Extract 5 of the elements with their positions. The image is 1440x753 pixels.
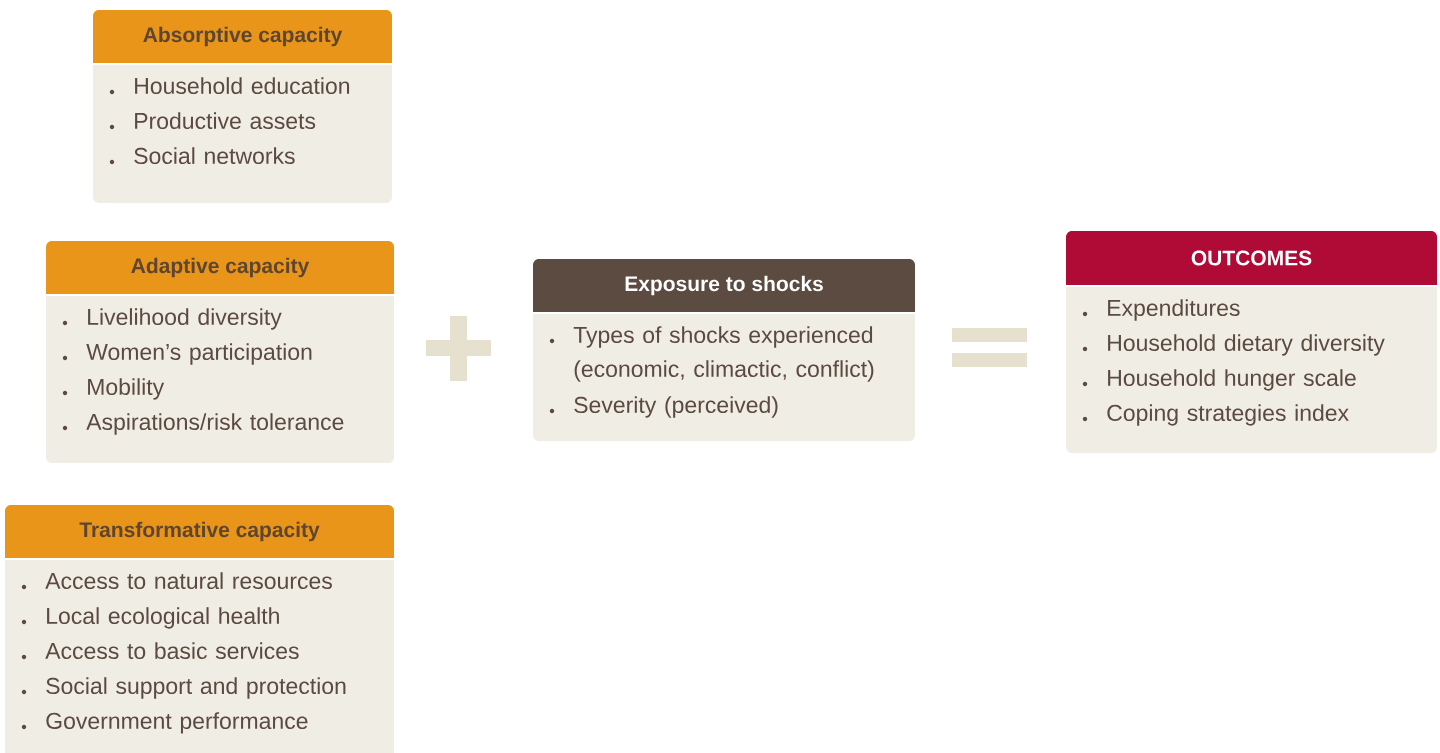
card: Exposure to shocks Types of shocks experienced (economic, climactic, conflict) Severity (perceived) [533, 259, 915, 441]
card: Transformative capacity Access to natural resources Local ecological health Access to basic services Social support and protection Government performance [5, 505, 394, 753]
card: Adaptive capacity Livelihood diversity Women’s participation Mobility Aspirations/risk tolerance [46, 241, 394, 463]
card: Absorptive capacity Household education Productive assets Social networks [93, 10, 392, 203]
card: OUTCOMES Expenditures Household dietary diversity Household hunger scale Coping strategies index [1066, 231, 1437, 453]
